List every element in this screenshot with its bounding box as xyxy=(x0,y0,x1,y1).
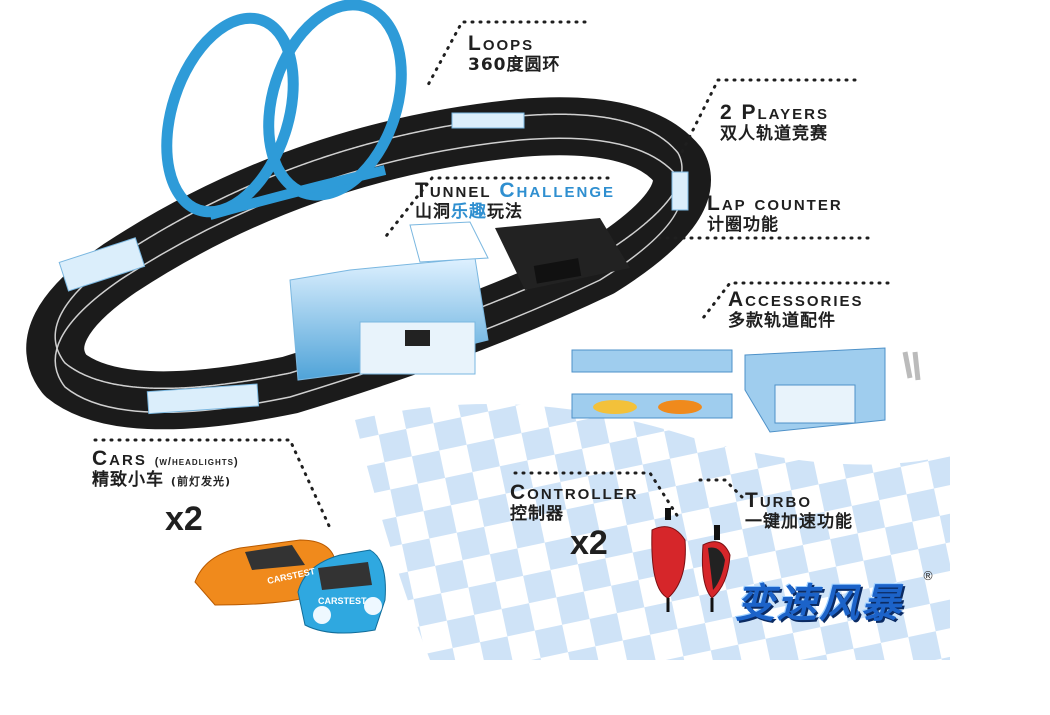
registered-mark: ® xyxy=(922,569,934,583)
lap-counter-unit xyxy=(495,218,630,290)
lap-counter-label-zh: 计圈功能 xyxy=(707,215,779,235)
controller-label: Controller 控制器 xyxy=(510,482,639,523)
tunnel-label-en-a: Tunnel xyxy=(415,179,500,202)
cars-label-zh: 精致小车 (前灯发光) xyxy=(92,472,239,489)
cars-label-en-main: Cars xyxy=(92,447,147,470)
players-label-en: 2 Players xyxy=(720,101,829,124)
cars-label-en: Cars (w/headlights) xyxy=(92,448,239,469)
controller-label-en: Controller xyxy=(510,481,639,504)
leader-lines xyxy=(93,20,890,530)
controller-multiplier: x2 xyxy=(570,524,608,562)
race-cars: CARSTEST CARSTEST xyxy=(194,539,386,634)
lap-counter-label: Lap counter 计圈功能 xyxy=(707,193,843,234)
cars-label-en-small: (w/headlights) xyxy=(154,456,239,468)
cars-multiplier: x2 xyxy=(165,500,203,538)
loops-label-en: Loops xyxy=(468,32,535,55)
cars-label-zh-small: (前灯发光) xyxy=(170,475,231,488)
brand-logo: 变速风暴 xyxy=(735,581,903,627)
loops-label-zh: 360度圆环 xyxy=(468,55,561,75)
tunnel-label-zh-c: 玩法 xyxy=(487,202,523,222)
controllers xyxy=(651,508,731,612)
controller-label-zh: 控制器 xyxy=(510,504,564,524)
players-label-zh: 双人轨道竞赛 xyxy=(720,124,828,144)
accessories-label-zh: 多款轨道配件 xyxy=(728,311,836,331)
tunnel-label-en: Tunnel Challenge xyxy=(415,180,615,201)
lap-counter-label-en: Lap counter xyxy=(707,192,843,215)
tunnel-label-zh-a: 山洞 xyxy=(415,202,451,222)
tunnel-label-zh-b: 乐趣 xyxy=(451,202,487,222)
turbo-label-zh: 一键加速功能 xyxy=(745,512,853,532)
turbo-label-en: Turbo xyxy=(745,489,812,512)
cars-label-zh-main: 精致小车 xyxy=(92,470,164,490)
turbo-label: Turbo 一键加速功能 xyxy=(745,490,853,531)
car-brand-text-2: CARSTEST xyxy=(318,596,367,606)
cars-label: Cars (w/headlights) 精致小车 (前灯发光) xyxy=(92,448,239,489)
tunnel-label-zh: 山洞乐趣玩法 xyxy=(415,204,615,221)
tunnel-label-en-b: Challenge xyxy=(499,179,615,202)
loops-label: Loops 360度圆环 xyxy=(468,33,561,74)
loops xyxy=(161,0,407,220)
tunnel xyxy=(289,221,489,381)
tunnel-label: Tunnel Challenge 山洞乐趣玩法 xyxy=(415,180,615,221)
accessories-label: Accessories 多款轨道配件 xyxy=(728,289,864,330)
track-fences xyxy=(58,112,689,415)
accessories-set xyxy=(571,347,921,433)
accessories-label-en: Accessories xyxy=(728,288,864,311)
players-label: 2 Players 双人轨道竞赛 xyxy=(720,102,829,143)
